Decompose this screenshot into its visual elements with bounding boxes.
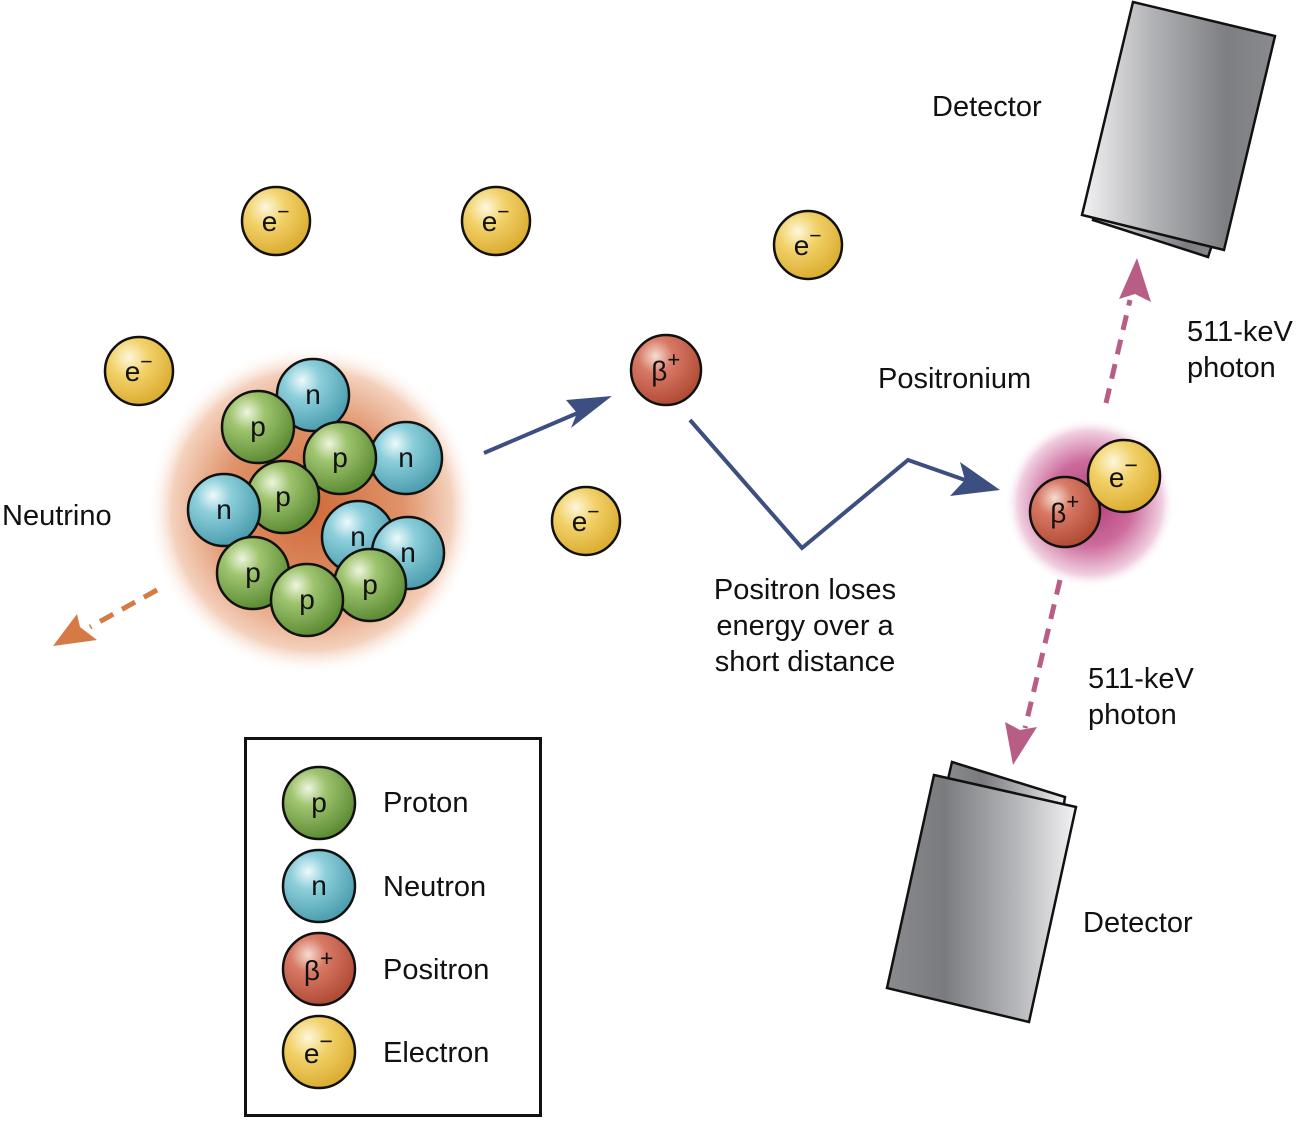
photon-top-label-line2: photon (1187, 352, 1276, 384)
emission-arrow (483, 396, 612, 455)
legend-symbols: p n β+e− (281, 765, 357, 1090)
electron-sphere (550, 485, 622, 557)
positron-path-arrow (688, 418, 1000, 551)
detector-bottom (885, 760, 1078, 1024)
electron-particle: e− (772, 209, 844, 281)
neutron-symbol: n (305, 379, 321, 410)
detector-top-label: Detector (932, 91, 1042, 123)
neutron-symbol: n (400, 537, 416, 568)
photon-bottom-label: 511-keV photon (1088, 661, 1194, 733)
electron-sphere (240, 185, 312, 257)
neutron-sphere (281, 848, 357, 924)
neutron-symbol: n (311, 870, 327, 901)
proton-sphere (220, 389, 296, 465)
positron-path-label-line1: Positron loses (713, 574, 897, 606)
proton-symbol: p (332, 442, 348, 473)
proton-symbol: p (250, 411, 266, 442)
electron-particle: e− (281, 1014, 357, 1090)
electron-particle: e− (1086, 438, 1162, 514)
proton-particle: p (220, 389, 296, 465)
proton-sphere (269, 562, 345, 638)
neutron-sphere (186, 472, 262, 548)
positron-path-label-line3: short distance (714, 646, 896, 678)
neutrino-label: Neutrino (2, 500, 112, 532)
neutron-particle: n (281, 848, 357, 924)
proton-particle: p (332, 547, 408, 623)
neutron-particle: n (186, 472, 262, 548)
detector-bottom-label: Detector (1083, 907, 1193, 939)
neutron-symbol: n (350, 521, 366, 552)
proton-sphere (281, 765, 357, 841)
positron-sphere (629, 333, 703, 407)
proton-particle: p (269, 562, 345, 638)
proton-particle: p (245, 459, 321, 535)
positron-particle: β+ (1028, 475, 1102, 549)
free-electrons: e− e− e− e− e− (103, 185, 844, 557)
legend-label-electron: Electron (383, 1037, 490, 1069)
proton-symbol: p (362, 569, 378, 600)
positronium: β+e− (1028, 438, 1162, 549)
electron-symbol: e− (794, 224, 822, 261)
proton-symbol: p (311, 787, 327, 818)
positron-path-label: Positron loses energy over a short dista… (690, 572, 920, 680)
electron-particle: e− (240, 185, 312, 257)
electron-particle: e− (550, 485, 622, 557)
positron-sphere (1028, 475, 1102, 549)
positron-sphere (281, 931, 357, 1007)
positron-path-label-line2: energy over a (716, 610, 894, 642)
emitted-positron: β+ (629, 333, 703, 407)
neutron-particle: n (368, 420, 444, 496)
proton-particle: p (281, 765, 357, 841)
electron-sphere (281, 1014, 357, 1090)
neutron-symbol: n (216, 494, 232, 525)
proton-symbol: p (299, 584, 315, 615)
proton-symbol: p (245, 557, 261, 588)
neutron-symbol: n (398, 442, 414, 473)
legend-label-neutron: Neutron (383, 871, 487, 903)
detector-top (1080, 0, 1277, 259)
proton-particle: p (302, 420, 378, 496)
photon-top-label-line1: 511-keV (1187, 316, 1293, 348)
proton-symbol: p (275, 481, 291, 512)
photon-bottom-label-line2: photon (1088, 699, 1177, 731)
electron-sphere (103, 335, 175, 407)
photon-arrow-up (1103, 258, 1151, 404)
legend: p n β+e− Proton Neutron Positron Electron (244, 737, 542, 1117)
positron-particle: β+ (281, 931, 357, 1007)
neutrino-arrow (53, 587, 159, 646)
positronium-label: Positronium (878, 363, 1032, 395)
legend-label-positron: Positron (383, 954, 490, 986)
electron-particle: e− (460, 185, 532, 257)
photon-arrow-down (1005, 579, 1063, 765)
photon-top-label: 511-keV photon (1187, 314, 1293, 386)
proton-sphere (302, 420, 378, 496)
electron-particle: e− (103, 335, 175, 407)
electron-sphere (1086, 438, 1162, 514)
photon-bottom-label-line1: 511-keV (1088, 663, 1194, 695)
positron-particle: β+ (629, 333, 703, 407)
electron-sphere (772, 209, 844, 281)
legend-label-proton: Proton (383, 787, 469, 819)
electron-sphere (460, 185, 532, 257)
